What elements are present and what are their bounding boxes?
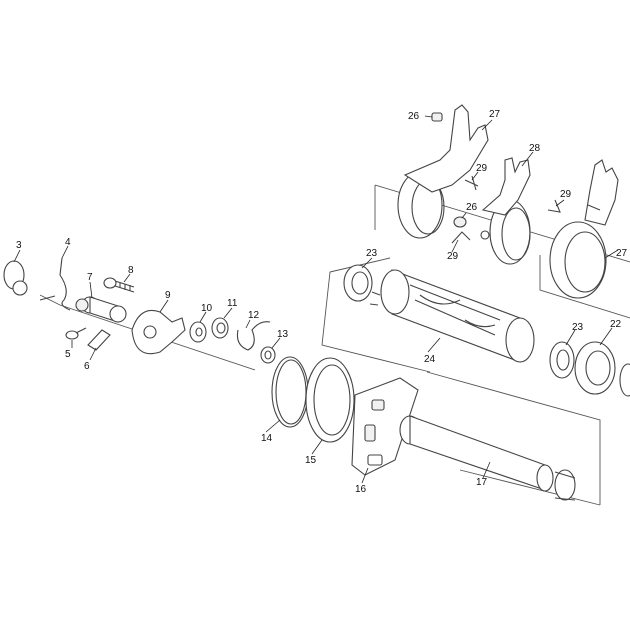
shaft-group-frame <box>426 371 601 506</box>
callout-4: 4 <box>65 237 71 248</box>
shift-fork-27-right <box>549 159 619 299</box>
bearing-3 <box>3 260 28 296</box>
callout-13: 13 <box>277 329 289 340</box>
shift-fork-27-upper <box>397 104 489 239</box>
fork-pin-29-upper <box>464 175 479 191</box>
callout-23-right: 23 <box>572 322 584 333</box>
roller-11 <box>211 317 229 339</box>
callout-22: 22 <box>610 319 622 330</box>
callout-15: 15 <box>305 455 317 466</box>
callout-24: 24 <box>424 354 436 365</box>
callout-29-upper: 29 <box>476 163 488 174</box>
callout-28: 28 <box>529 143 541 154</box>
callout-26-middle: 26 <box>466 202 478 213</box>
spring-4 <box>39 257 71 311</box>
callout-3: 3 <box>16 240 22 251</box>
callout-27-right: 27 <box>616 248 628 259</box>
plate-6 <box>87 329 111 351</box>
callout-27-upper: 27 <box>489 109 501 120</box>
bearing-23-right <box>549 341 575 379</box>
oil-seal-15 <box>305 357 355 443</box>
spring-12 <box>236 321 271 351</box>
screw-8 <box>103 277 135 293</box>
shaft-7 <box>75 296 127 323</box>
shift-fork-28 <box>480 157 531 265</box>
pin-29-right <box>547 199 561 213</box>
callout-6: 6 <box>84 361 90 372</box>
shift-drum-24 <box>369 269 535 363</box>
circlip-14 <box>271 356 309 428</box>
clip-29-middle <box>451 231 471 244</box>
callout-29-middle: 29 <box>447 251 459 262</box>
shift-shaft-17 <box>399 415 576 501</box>
callout-16: 16 <box>355 484 367 495</box>
bearing-22 <box>574 341 616 395</box>
callout-7: 7 <box>87 272 93 283</box>
roller-26 <box>453 216 467 228</box>
callout-9: 9 <box>165 290 171 301</box>
washer-13 <box>260 346 276 364</box>
callout-8: 8 <box>128 265 134 276</box>
callout-26-upper: 26 <box>408 111 420 122</box>
washer-10 <box>189 321 207 343</box>
bearing-22-edge <box>619 363 630 397</box>
callout-12: 12 <box>248 310 260 321</box>
callout-29-right: 29 <box>560 189 572 200</box>
callout-23-left: 23 <box>366 248 378 259</box>
selector-plate-9 <box>131 309 186 355</box>
callout-11: 11 <box>227 298 238 309</box>
callout-17: 17 <box>476 477 488 488</box>
bolt-5 <box>65 327 87 340</box>
bearing-23-left <box>343 264 373 302</box>
callout-14: 14 <box>261 433 273 444</box>
guide-plate-16 <box>351 377 419 476</box>
callout-5: 5 <box>65 349 71 360</box>
leader-lines <box>13 115 619 484</box>
callout-10: 10 <box>201 303 213 314</box>
